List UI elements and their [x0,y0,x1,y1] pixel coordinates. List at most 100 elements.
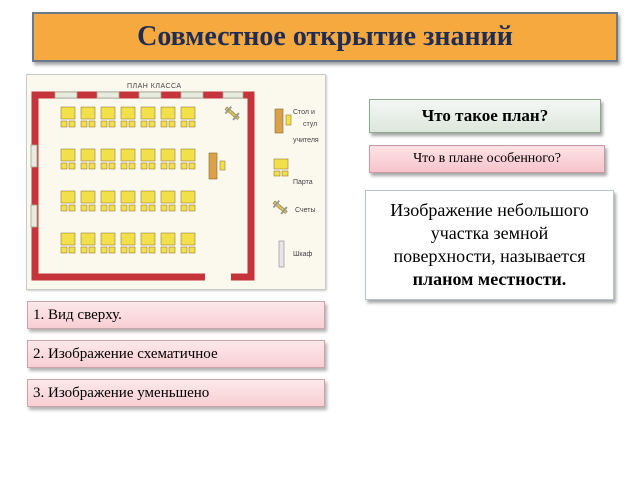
plan-desk [88,204,96,212]
legend-cabinet: Шкаф [293,251,313,258]
plan-desk [148,120,156,128]
plan-desk [80,106,96,120]
plan-desk [128,120,136,128]
definition-line4: планом местности. [412,269,567,289]
slide-title: Совместное открытие знаний [137,21,513,52]
plan-desk [88,120,96,128]
legend-teacher-desk-icon [274,108,284,134]
plan-desk [188,246,196,254]
plan-desk [180,190,196,204]
plan-desk [140,232,156,246]
plan-desk [100,190,116,204]
point-top-view[interactable]: 1. Вид сверху. [27,301,325,329]
plan-desk [80,120,88,128]
question-what-is-plan[interactable]: Что такое план? [369,99,601,133]
plan-desk [60,204,68,212]
plan-desk [108,246,116,254]
plan-desk [100,232,116,246]
plan-desk [148,162,156,170]
plan-desk [100,246,108,254]
legend-desk-line2: стул [303,121,318,128]
plan-desk [140,190,156,204]
plan-desk [188,204,196,212]
plan-desk [100,120,108,128]
plan-desk [180,148,196,162]
plan-desk [180,120,188,128]
plan-desk [120,120,128,128]
slide-title-box: Совместное открытие знаний [32,12,618,62]
plan-desk [180,162,188,170]
plan-desk [120,246,128,254]
plan-definition-box: Изображение небольшого участка земной по… [365,190,614,300]
plan-desk [88,246,96,254]
plan-desk [108,204,116,212]
plan-desk [80,232,96,246]
plan-windows [30,91,244,228]
plan-desk [180,246,188,254]
plan-desk [120,190,136,204]
plan-desk [140,148,156,162]
plan-abacus [224,105,240,121]
plan-desk [120,148,136,162]
plan-desk [120,106,136,120]
plan-desk [68,246,76,254]
plan-desk [160,120,168,128]
plan-desks [60,106,196,254]
plan-desk [80,162,88,170]
plan-desk [168,246,176,254]
point-schematic[interactable]: 2. Изображение схематичное [27,340,325,368]
plan-desk [60,232,76,246]
plan-desk [140,246,148,254]
plan-desk [60,106,76,120]
definition-line2: участка земной [430,223,549,243]
legend-desk-line1: Стол и [293,109,315,116]
plan-desk [140,162,148,170]
classroom-plan-drawing [30,91,292,281]
plan-desk [108,162,116,170]
plan-desk [160,246,168,254]
plan-desk [148,246,156,254]
plan-desk [160,148,176,162]
plan-desk [168,120,176,128]
legend-abacus: Счеты [295,207,316,214]
classroom-plan-image: ПЛАН КЛАССА Стол и стул учителя Парта Сч… [26,74,326,290]
plan-desk [100,162,108,170]
plan-desk [60,120,68,128]
plan-desk [180,204,188,212]
plan-desk [120,162,128,170]
plan-desk [60,148,76,162]
plan-desk [148,204,156,212]
plan-desk [120,232,136,246]
definition-line1: Изображение небольшого [390,200,589,220]
point-reduced[interactable]: 3. Изображение уменьшено [27,379,325,407]
plan-desk [100,106,116,120]
question-whats-special[interactable]: Что в плане особенного? [369,145,605,173]
plan-desk [140,106,156,120]
plan-desk [80,246,88,254]
plan-desk [68,162,76,170]
plan-desk [180,106,196,120]
plan-desk [80,148,96,162]
plan-heading: ПЛАН КЛАССА [127,83,182,90]
plan-door [205,273,231,281]
plan-desk [168,162,176,170]
plan-desk [108,120,116,128]
plan-desk [160,106,176,120]
legend-cabinet-icon [278,240,285,268]
plan-desk [188,162,196,170]
plan-desk [120,204,128,212]
plan-desk [60,246,68,254]
plan-desk [128,162,136,170]
plan-desk [160,190,176,204]
plan-desk [88,162,96,170]
plan-desk [100,148,116,162]
plan-desk [68,204,76,212]
plan-desk [168,204,176,212]
plan-desk [160,162,168,170]
plan-desk [140,204,148,212]
plan-desk [188,120,196,128]
plan-desk [180,232,196,246]
plan-desk [128,204,136,212]
plan-desk [80,204,88,212]
legend-abacus-icon [272,199,288,215]
